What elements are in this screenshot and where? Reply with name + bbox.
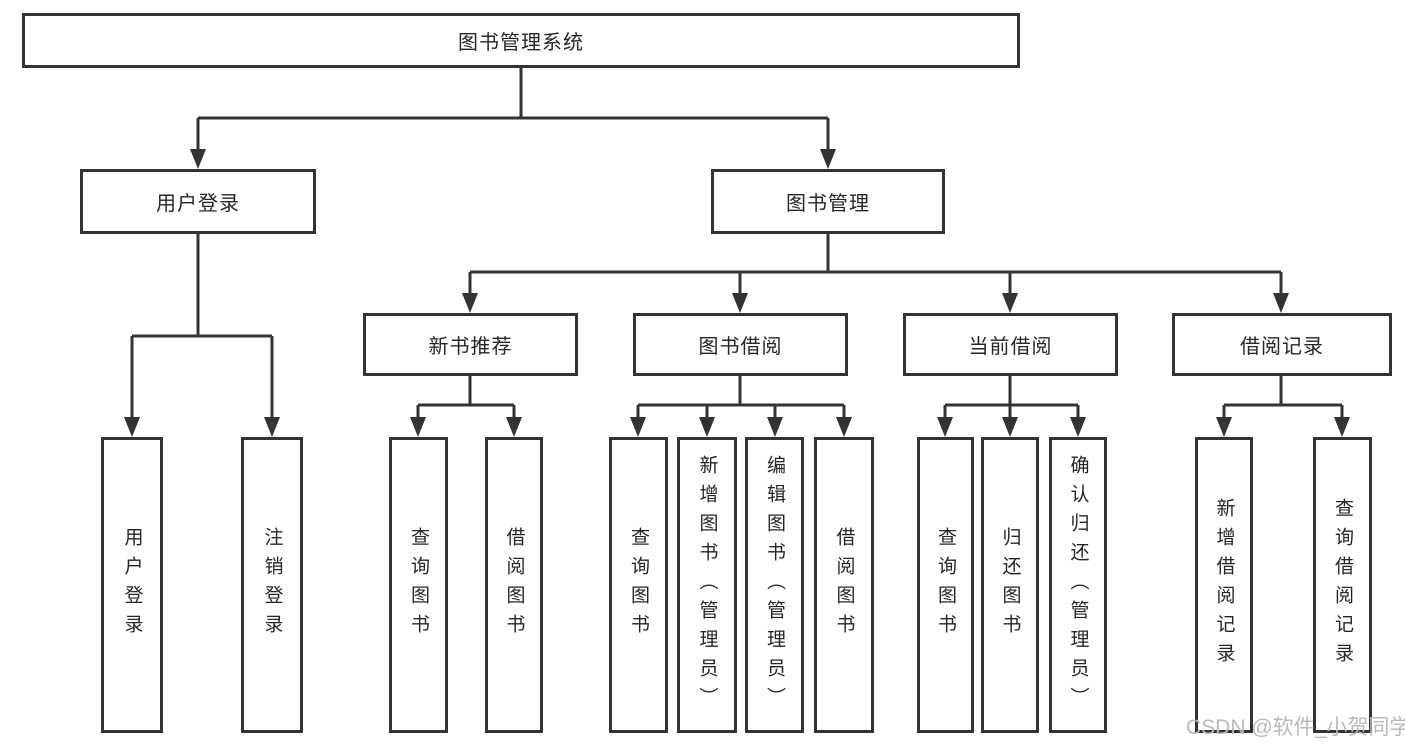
leaf-query-books-borrowing: 查询图书 (609, 437, 668, 733)
node-label: 确认归还（管理员） (1067, 454, 1089, 716)
node-label: 图书借阅 (698, 336, 783, 358)
leaf-query-books-recommend: 查询图书 (389, 437, 448, 733)
leaf-query-borrow-record: 查询借阅记录 (1313, 437, 1372, 733)
node-borrowing-records: 借阅记录 (1172, 313, 1392, 376)
node-label: 查询图书 (408, 527, 429, 643)
csdn-watermark: CSDN @软件_小贺同学 (1186, 716, 1405, 739)
node-label: 借阅图书 (833, 527, 855, 643)
leaf-query-books-current: 查询图书 (917, 437, 974, 733)
node-label: 用户登录 (156, 193, 240, 215)
node-current-borrowing: 当前借阅 (903, 313, 1118, 376)
node-label: 查询图书 (628, 527, 649, 643)
leaf-add-books-admin: 新增图书（管理员） (677, 437, 737, 733)
leaf-return-books: 归还图书 (981, 437, 1039, 733)
node-label: 注销登录 (261, 527, 283, 643)
leaf-user-login: 用户登录 (101, 437, 163, 733)
node-new-book-recommend: 新书推荐 (363, 313, 578, 376)
node-label: 借阅图书 (503, 527, 525, 643)
node-label: 图书管理系统 (458, 32, 584, 54)
leaf-logout: 注销登录 (241, 437, 303, 733)
node-book-borrowing: 图书借阅 (633, 313, 848, 376)
node-label: 借阅记录 (1240, 336, 1324, 358)
node-user-login: 用户登录 (80, 169, 316, 234)
node-label: 查询图书 (935, 527, 956, 643)
node-label: 新增借阅记录 (1213, 498, 1235, 672)
leaf-add-borrow-record: 新增借阅记录 (1195, 437, 1253, 733)
node-label: 查询借阅记录 (1332, 498, 1353, 672)
leaf-edit-books-admin: 编辑图书（管理员） (745, 437, 804, 733)
node-label: 当前借阅 (968, 336, 1053, 358)
node-label: 归还图书 (999, 527, 1021, 643)
leaf-borrow-books-recommend: 借阅图书 (485, 437, 543, 733)
node-library-system: 图书管理系统 (22, 13, 1020, 68)
node-label: 用户登录 (121, 527, 143, 643)
leaf-confirm-return-admin: 确认归还（管理员） (1049, 437, 1107, 733)
node-label: 新书推荐 (428, 336, 513, 358)
node-label: 图书管理 (786, 193, 870, 215)
node-book-management: 图书管理 (711, 169, 945, 234)
node-label: 编辑图书（管理员） (764, 454, 785, 716)
leaf-borrow-books: 借阅图书 (814, 437, 874, 733)
node-label: 新增图书（管理员） (696, 454, 718, 716)
